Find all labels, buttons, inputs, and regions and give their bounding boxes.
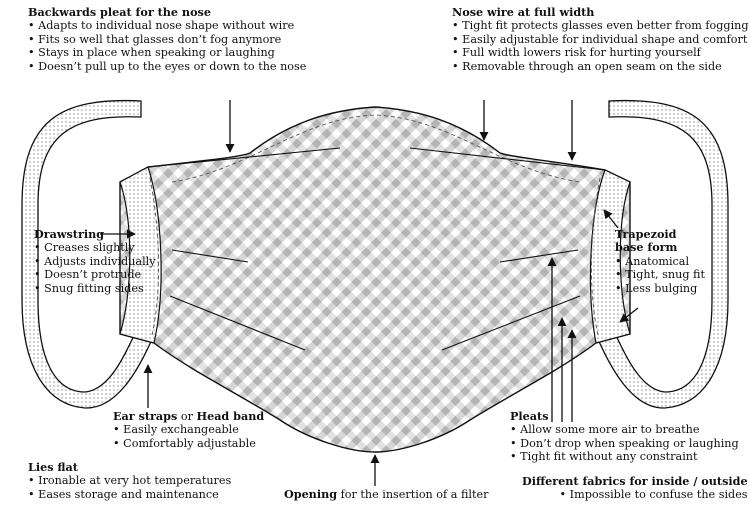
list-item: Doesn’t protrude xyxy=(34,268,156,281)
nose-seam xyxy=(249,106,501,154)
right-side-channel xyxy=(589,169,631,344)
list-item: Comfortably adjustable xyxy=(113,437,264,450)
top-stitch xyxy=(171,114,581,183)
list-item: Adapts to individual nose shape without … xyxy=(28,19,306,32)
list-item: Fits so well that glasses don’t fog anym… xyxy=(28,33,306,46)
pleats-callout: Pleats Allow some more air to breathe Do… xyxy=(510,409,739,464)
ear-straps-callout: Ear straps or Head band Easily exchangea… xyxy=(113,409,265,450)
ear-straps-title: Ear straps or Head band xyxy=(113,409,265,423)
list-item: Snug fitting sides xyxy=(34,282,156,295)
mask-body xyxy=(119,106,631,453)
head-band-label: Head band xyxy=(196,409,265,423)
list-item: Anatomical xyxy=(615,255,705,268)
list-item: Less bulging xyxy=(615,282,705,295)
or-label: or xyxy=(177,410,197,423)
list-item: Tight fit without any constraint xyxy=(510,450,739,463)
drawstring-callout: Drawstring Creases slightly Adjusts indi… xyxy=(34,227,156,295)
list-item: Stays in place when speaking or laughing xyxy=(28,46,306,59)
nose-wire-title: Nose wire at full width xyxy=(452,5,595,19)
opening-title: Opening for the insertion of a filter xyxy=(284,487,489,501)
list-item: Removable through an open seam on the si… xyxy=(452,60,749,73)
fabrics-callout: Different fabrics for inside / outside I… xyxy=(522,474,748,502)
nose-wire-callout: Nose wire at full width Tight fit protec… xyxy=(452,5,749,73)
list-item: Adjusts individually xyxy=(34,255,155,268)
backwards-pleat-title: Backwards pleat for the nose xyxy=(28,5,211,19)
backwards-pleat-callout: Backwards pleat for the nose Adapts to i… xyxy=(28,5,306,73)
list-item: Impossible to confuse the sides xyxy=(522,488,748,501)
drawstring-title: Drawstring xyxy=(34,227,105,241)
list-item: Don’t drop when speaking or laughing xyxy=(510,437,739,450)
list-item: Eases storage and maintenance xyxy=(28,488,231,501)
pleats-title: Pleats xyxy=(510,409,549,423)
lies-flat-title: Lies flat xyxy=(28,460,78,474)
opening-callout: Opening for the insertion of a filter xyxy=(284,487,489,501)
side-stitch-left xyxy=(149,177,160,336)
trapezoid-title-line1: Trapezoid xyxy=(615,227,677,241)
opening-description: for the insertion of a filter xyxy=(337,488,489,501)
opening-label: Opening xyxy=(284,487,338,501)
list-item: Creases slightly xyxy=(34,241,156,254)
ear-straps-label: Ear straps xyxy=(113,409,178,423)
list-item: Allow some more air to breathe xyxy=(510,423,739,436)
side-stitch-right xyxy=(590,177,601,336)
list-item: Ironable at very hot temperatures xyxy=(28,474,231,487)
callout-arrows xyxy=(100,100,639,486)
trapezoid-title-line2: base form xyxy=(615,240,678,255)
fabrics-title: Different fabrics for inside / outside xyxy=(522,474,748,488)
list-item: Doesn’t pull up to the eyes or down to t… xyxy=(28,60,306,73)
list-item: Tight, snug fit xyxy=(615,268,705,281)
list-item: Easily exchangeable xyxy=(113,423,264,436)
pleat-lines xyxy=(147,147,606,351)
list-item: Easily adjustable for individual shape a… xyxy=(452,33,749,46)
list-item: Tight fit protects glasses even better f… xyxy=(452,19,748,32)
lies-flat-callout: Lies flat Ironable at very hot temperatu… xyxy=(28,460,231,501)
list-item: Full width lowers risk for hurting yours… xyxy=(452,46,749,59)
trapezoid-callout: Trapezoid base form Anatomical Tight, sn… xyxy=(615,227,705,295)
